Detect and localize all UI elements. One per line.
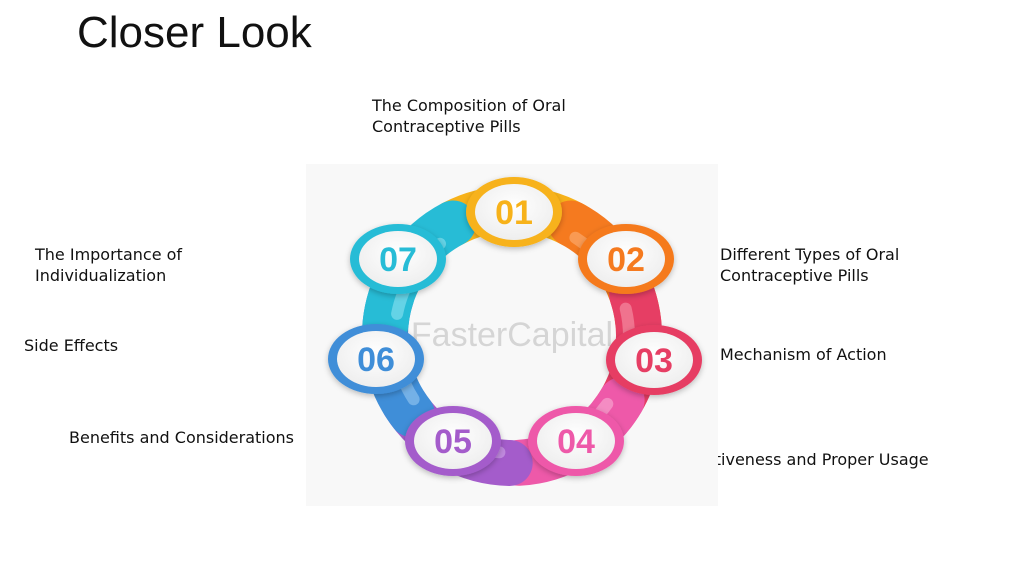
step-number: 01 [495, 194, 533, 232]
step-number: 07 [379, 241, 417, 279]
step-badge-07: 07 [350, 224, 446, 294]
step-number: 03 [635, 342, 673, 380]
step-badge-04: 04 [528, 406, 624, 476]
step-badge-face [587, 231, 665, 287]
page-title: Closer Look [77, 8, 312, 57]
step-badge-02: 02 [578, 224, 674, 294]
step-badge-06: 06 [328, 324, 424, 394]
step-number: 06 [357, 341, 395, 379]
step-badge-face [615, 332, 693, 388]
step-label-02: Different Types of Oral Contraceptive Pi… [720, 245, 900, 285]
step-badge-face [475, 184, 553, 240]
step-badge-face [537, 413, 615, 469]
step-label-01: The Composition of Oral Contraceptive Pi… [372, 96, 566, 136]
step-number: 04 [557, 423, 595, 461]
step-badge-face [414, 413, 492, 469]
cycle-diagram: FasterCapital 01 02 03 04 05 06 07 [306, 164, 718, 506]
step-badge-face [359, 231, 437, 287]
watermark: FasterCapital [411, 316, 613, 354]
step-label-05: Benefits and Considerations [69, 428, 295, 447]
step-number: 02 [607, 241, 645, 279]
step-label-06: Side Effects [24, 336, 119, 355]
step-badge-05: 05 [405, 406, 501, 476]
step-label-03: Mechanism of Action [720, 345, 887, 364]
step-badge-03: 03 [606, 325, 702, 395]
step-badge-face [337, 331, 415, 387]
step-number: 05 [434, 423, 472, 461]
step-badge-01: 01 [466, 177, 562, 247]
step-label-07: The Importance of Individualization [35, 245, 183, 285]
